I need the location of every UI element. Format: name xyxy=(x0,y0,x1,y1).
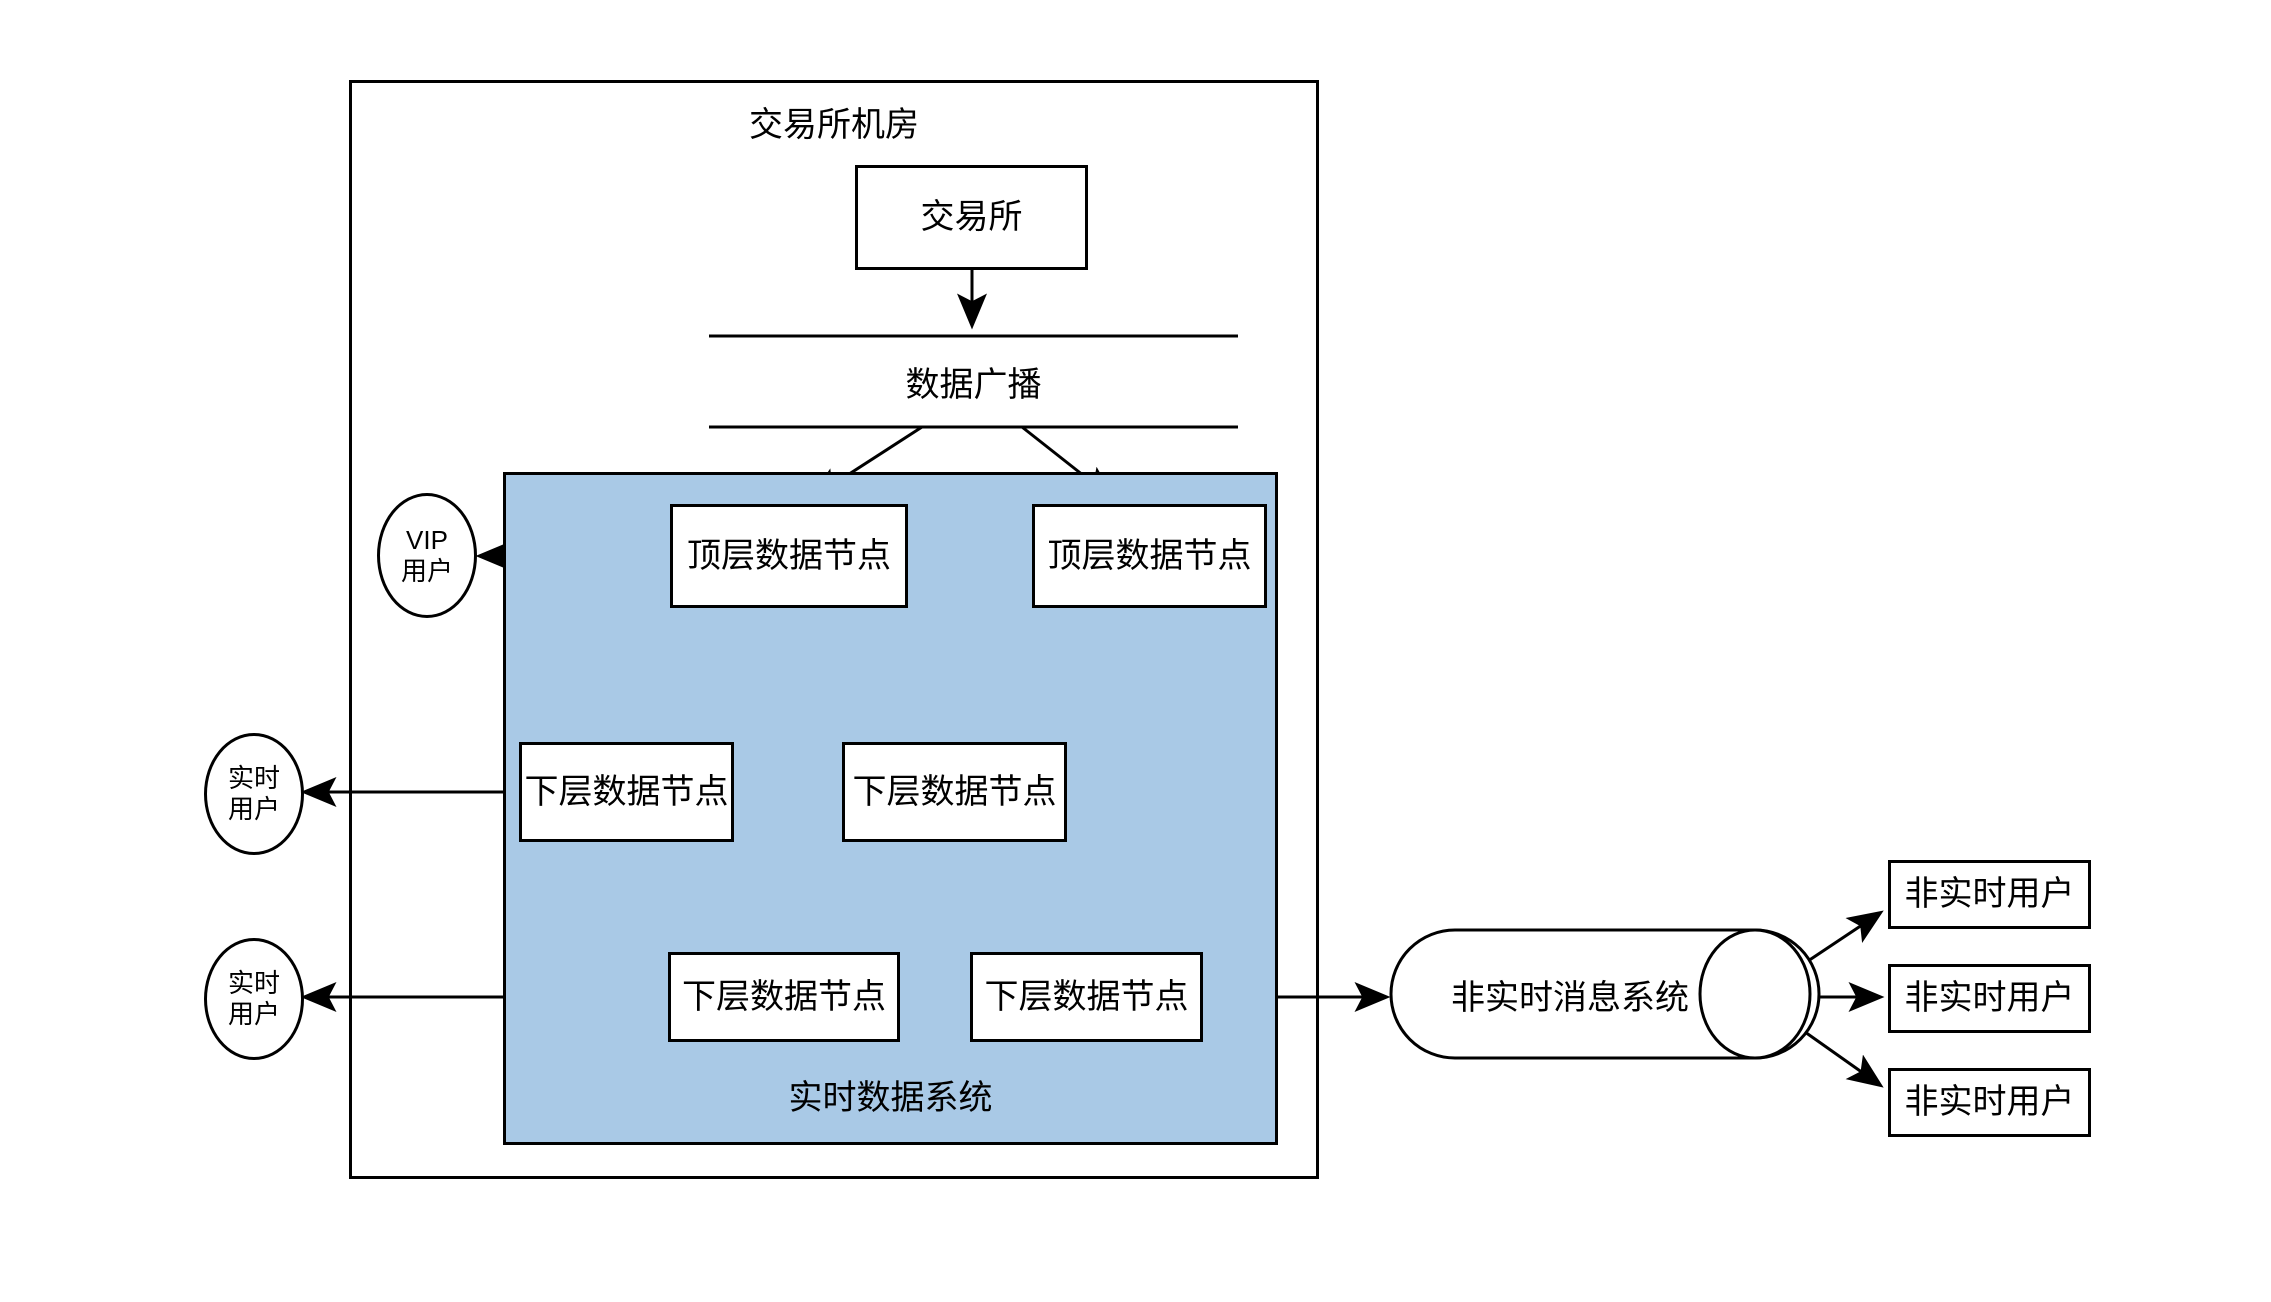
realtime-data-system-label: 实时数据系统 xyxy=(788,1079,993,1117)
realtime-user-2-line-2: 用户 xyxy=(227,999,280,1029)
non-realtime-user-node-1[interactable]: 非实时用户 xyxy=(1888,860,2091,929)
top-data-node-2[interactable]: 顶层数据节点 xyxy=(1032,504,1267,608)
realtime-user-1-line-1: 实时 xyxy=(227,763,280,794)
message-system-label[interactable]: 非实时消息系统 xyxy=(1451,978,1689,1017)
non-realtime-user-node-3[interactable]: 非实时用户 xyxy=(1888,1068,2091,1137)
data-broadcast-label: 数据广播 xyxy=(905,366,1042,404)
vip-user-line-2: 用户 xyxy=(400,555,453,586)
mid-data-node-2[interactable]: 下层数据节点 xyxy=(842,742,1067,842)
realtime-user-1-line-2: 用户 xyxy=(227,794,280,824)
edge-message-system-to-non-realtime-user-1 xyxy=(1804,910,1884,965)
bottom-data-node-2[interactable]: 下层数据节点 xyxy=(970,952,1203,1042)
bottom-data-node-1[interactable]: 下层数据节点 xyxy=(668,952,900,1042)
top-data-node-1[interactable]: 顶层数据节点 xyxy=(670,504,908,608)
exchange-node[interactable]: 交易所 xyxy=(855,165,1088,270)
realtime-user-node-1[interactable]: 实时 用户 xyxy=(204,733,304,855)
vip-user-line-1: VIP xyxy=(406,524,448,555)
vip-user-node[interactable]: VIP 用户 xyxy=(377,493,477,618)
realtime-user-node-2[interactable]: 实时 用户 xyxy=(204,938,304,1060)
mid-data-node-1[interactable]: 下层数据节点 xyxy=(519,742,734,842)
non-realtime-user-node-2[interactable]: 非实时用户 xyxy=(1888,964,2091,1033)
exchange-datacenter-label: 交易所机房 xyxy=(749,106,919,144)
exchange-datacenter-container xyxy=(349,80,1319,1179)
message-system-cylinder xyxy=(1389,928,1821,1060)
realtime-user-2-line-1: 实时 xyxy=(227,968,280,999)
edge-message-system-to-non-realtime-user-3 xyxy=(1804,1030,1884,1088)
